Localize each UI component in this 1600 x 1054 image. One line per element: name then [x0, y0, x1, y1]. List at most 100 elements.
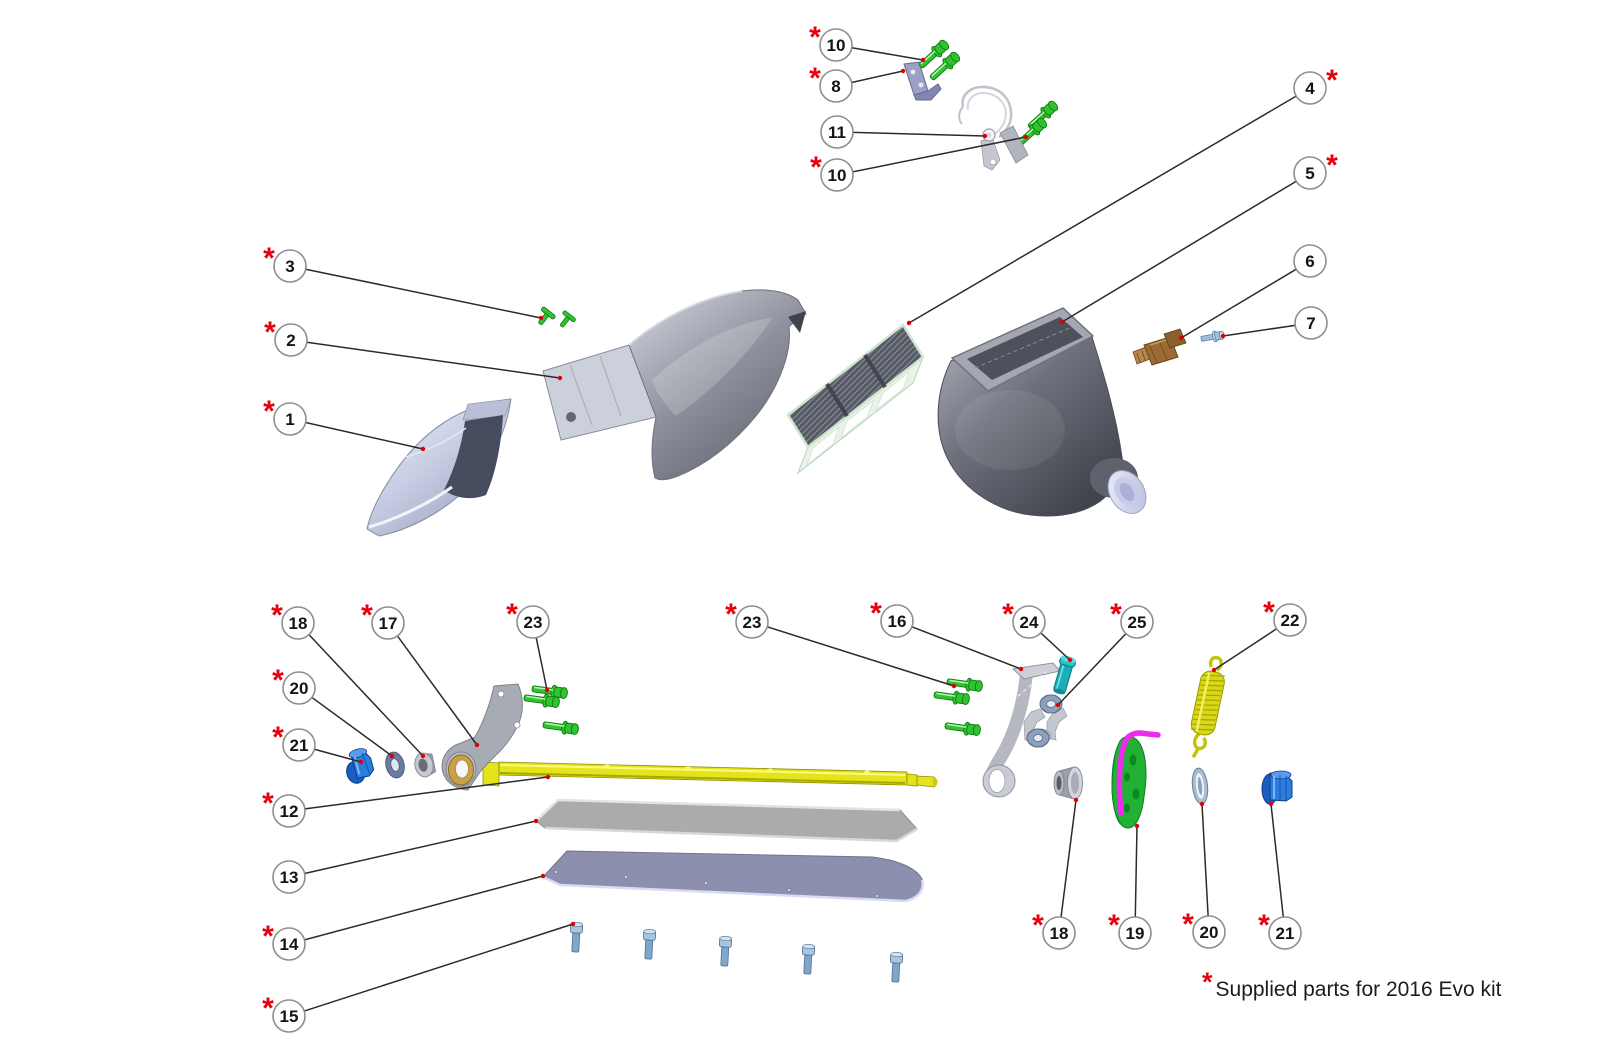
callout-balloon-21[interactable] [282, 728, 316, 762]
callout-balloon-20[interactable] [1192, 915, 1226, 949]
supplied-part-asterisk: * [262, 992, 274, 1025]
callout-6[interactable]: 6 [1293, 244, 1327, 278]
callout-balloon-2[interactable] [274, 323, 308, 357]
callout-balloon-10[interactable] [820, 158, 854, 192]
callout-balloon-5[interactable] [1293, 156, 1327, 190]
footnote-asterisk: * [1202, 967, 1213, 997]
callout-number-23: 23 [524, 613, 543, 632]
callout-number-23: 23 [743, 613, 762, 632]
flange-bolt [945, 674, 984, 694]
callout-20[interactable]: 20* [272, 664, 316, 705]
callout-14[interactable]: 14* [262, 920, 306, 961]
callout-balloon-3[interactable] [273, 249, 307, 283]
socket-head-screw [568, 921, 584, 953]
callout-20[interactable]: 20* [1182, 908, 1226, 949]
callout-23[interactable]: 23* [725, 598, 769, 639]
callout-number-2: 2 [286, 331, 295, 350]
callout-24[interactable]: 24* [1002, 598, 1046, 639]
callout-23[interactable]: 23* [506, 598, 550, 639]
callout-number-5: 5 [1305, 164, 1314, 183]
callout-7[interactable]: 7 [1294, 306, 1328, 340]
callout-balloon-12[interactable] [272, 794, 306, 828]
leader-dot-18 [1073, 797, 1079, 803]
callout-balloon-25[interactable] [1120, 605, 1154, 639]
supplied-part-asterisk: * [1263, 596, 1275, 629]
callout-15[interactable]: 15* [262, 992, 306, 1033]
flange-bolt [932, 687, 971, 707]
callout-19[interactable]: 19* [1108, 909, 1152, 950]
callout-balloon-23[interactable] [516, 605, 550, 639]
leader-dot-10 [1023, 134, 1029, 140]
callout-number-21: 21 [290, 736, 309, 755]
supplied-part-asterisk: * [810, 151, 822, 184]
part-control-shaft [482, 761, 938, 788]
leader-line-16 [911, 626, 1022, 670]
callout-balloon-16[interactable] [880, 604, 914, 638]
callout-18[interactable]: 18* [271, 599, 315, 640]
callout-balloon-19[interactable] [1118, 916, 1152, 950]
callout-balloon-13[interactable] [272, 860, 306, 894]
supplied-part-asterisk: * [361, 599, 373, 632]
leader-line-1 [305, 421, 424, 450]
callout-balloon-8[interactable] [819, 69, 853, 103]
leader-line-8 [851, 70, 904, 84]
callout-balloon-15[interactable] [272, 999, 306, 1033]
callout-balloon-18[interactable] [281, 606, 315, 640]
callout-balloon-23[interactable] [735, 605, 769, 639]
callout-balloon-11[interactable] [820, 115, 854, 149]
leader-dot-10 [920, 57, 926, 63]
callout-5[interactable]: 5* [1293, 149, 1338, 190]
callout-17[interactable]: 17* [361, 599, 405, 640]
callout-8[interactable]: 8* [809, 62, 853, 103]
leader-dot-21 [1268, 801, 1274, 807]
callout-number-21: 21 [1276, 924, 1295, 943]
callout-4[interactable]: 4* [1293, 64, 1338, 105]
callout-balloon-18[interactable] [1042, 916, 1076, 950]
supplied-part-asterisk: * [1326, 64, 1338, 97]
callout-balloon-1[interactable] [273, 402, 307, 436]
leader-line-10 [851, 46, 924, 61]
leader-line-2 [306, 341, 561, 379]
callout-16[interactable]: 16* [870, 597, 914, 638]
callout-balloon-7[interactable] [1294, 306, 1328, 340]
callout-number-14: 14 [280, 935, 299, 954]
callout-22[interactable]: 22* [1263, 596, 1307, 637]
callout-21[interactable]: 21* [272, 721, 316, 762]
callout-balloon-22[interactable] [1273, 603, 1307, 637]
callout-balloon-17[interactable] [371, 606, 405, 640]
callout-balloon-21[interactable] [1268, 916, 1302, 950]
callout-number-20: 20 [1200, 923, 1219, 942]
callout-21[interactable]: 21* [1258, 909, 1302, 950]
leader-line-25 [1057, 633, 1127, 706]
callout-balloon-6[interactable] [1293, 244, 1327, 278]
callout-1[interactable]: 1* [263, 395, 307, 436]
supplied-part-asterisk: * [263, 242, 275, 275]
callout-number-24: 24 [1020, 613, 1039, 632]
callout-11[interactable]: 11 [820, 115, 854, 149]
part-flange-nut-left [346, 748, 375, 784]
leader-dot-20 [1199, 801, 1205, 807]
callout-10[interactable]: 10* [810, 151, 854, 192]
leader-line-3 [305, 268, 542, 319]
part-washer-left [385, 751, 405, 779]
part-sensor-screw [1200, 330, 1225, 343]
callout-2[interactable]: 2* [264, 316, 308, 357]
leader-line-19 [1134, 825, 1138, 918]
callout-12[interactable]: 12* [262, 787, 306, 828]
callout-3[interactable]: 3* [263, 242, 307, 283]
footnote: *Supplied parts for 2016 Evo kit [1202, 967, 1502, 1003]
callout-balloon-10[interactable] [819, 28, 853, 62]
callout-10[interactable]: 10* [809, 21, 853, 62]
part-flange-nut-right [1261, 770, 1293, 805]
callout-balloon-20[interactable] [282, 671, 316, 705]
callout-25[interactable]: 25* [1110, 598, 1154, 639]
supplied-part-asterisk: * [1110, 598, 1122, 631]
leader-dot-22 [1211, 667, 1217, 673]
callout-number-7: 7 [1306, 314, 1315, 333]
callout-balloon-14[interactable] [272, 927, 306, 961]
callout-18[interactable]: 18* [1032, 909, 1076, 950]
leader-line-20 [1201, 803, 1209, 917]
callout-balloon-24[interactable] [1012, 605, 1046, 639]
callout-13[interactable]: 13 [272, 860, 306, 894]
callout-balloon-4[interactable] [1293, 71, 1327, 105]
